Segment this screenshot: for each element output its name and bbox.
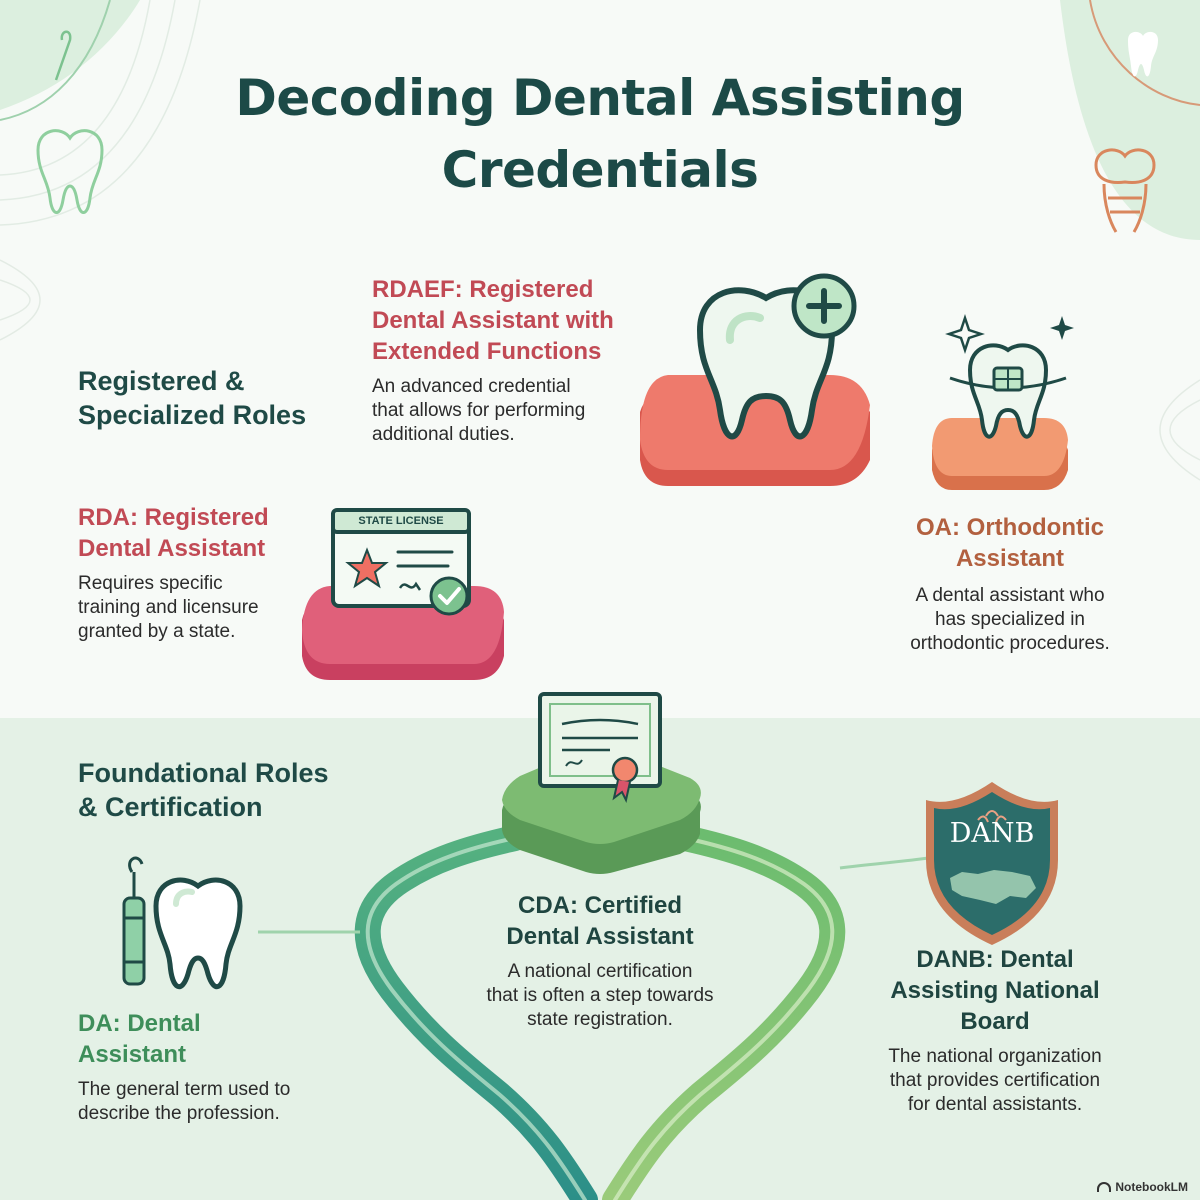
- role-description: A national certification that is often a…: [455, 960, 745, 1032]
- role-description-line: Requires specific: [78, 573, 223, 594]
- section-heading-line: & Certification: [78, 792, 263, 822]
- role-description-line: The general term used to: [78, 1079, 291, 1100]
- section-heading-registered: Registered & Specialized Roles: [78, 364, 306, 432]
- tooth-braces-icon: [949, 343, 1067, 439]
- role-title-line: DA: Dental: [78, 1010, 201, 1037]
- role-description-line: orthodontic procedures.: [910, 633, 1110, 654]
- role-description-line: training and licensure: [78, 597, 259, 618]
- role-title-line: RDA: Registered: [78, 504, 269, 531]
- notebooklm-logo-icon: [1097, 1182, 1112, 1192]
- role-card-rda: RDA: Registered Dental Assistant Require…: [78, 502, 269, 644]
- danb-shield-label: DANB: [949, 818, 1035, 849]
- role-title: OA: Orthodontic Assistant: [880, 512, 1140, 574]
- role-description-line: A national certification: [507, 961, 693, 982]
- role-description-line: state registration.: [527, 1009, 673, 1030]
- section-heading-line: Specialized Roles: [78, 400, 307, 430]
- tooth-outline-icon-left: [36, 129, 104, 214]
- role-description-line: describe the profession.: [78, 1103, 280, 1124]
- role-title-line: Assistant: [955, 545, 1065, 572]
- role-title-line: Dental Assistant: [506, 923, 694, 950]
- tooth-icon-white: [1128, 31, 1158, 77]
- role-description: An advanced credential that allows for p…: [372, 375, 614, 447]
- role-description: A dental assistant who has specialized i…: [880, 584, 1140, 656]
- role-description: The national organization that provides …: [860, 1045, 1130, 1117]
- role-title: DA: Dental Assistant: [78, 1008, 290, 1070]
- role-description-line: for dental assistants.: [907, 1094, 1083, 1115]
- role-description-line: additional duties.: [372, 424, 515, 445]
- section-heading-foundational: Foundational Roles & Certification: [78, 756, 329, 824]
- certificate-icon: [538, 692, 662, 803]
- license-card-icon: [331, 508, 471, 616]
- role-description: The general term used to describe the pr…: [78, 1078, 290, 1126]
- role-title-line: CDA: Certified: [517, 892, 682, 919]
- role-title: CDA: Certified Dental Assistant: [455, 890, 745, 952]
- role-card-rdaef: RDAEF: Registered Dental Assistant with …: [372, 274, 614, 447]
- role-description-line: An advanced credential: [372, 376, 571, 397]
- tooth-plus-icon: [696, 273, 857, 440]
- role-description-line: The national organization: [888, 1046, 1102, 1067]
- corner-decoration-top-right: [1060, 0, 1200, 240]
- role-title-line: DANB: Dental: [916, 946, 1074, 973]
- sparkle-icon: [945, 314, 1074, 354]
- role-description-line: A dental assistant who: [915, 585, 1105, 606]
- footer-brand-text: NotebookLM: [1115, 1180, 1188, 1194]
- role-description-line: has specialized in: [935, 609, 1085, 630]
- danb-shield-icon: [926, 782, 1058, 945]
- role-title-line: Assisting National: [890, 977, 1100, 1004]
- role-card-cda: CDA: Certified Dental Assistant A nation…: [455, 890, 745, 1032]
- role-title-line: Board: [960, 1008, 1030, 1035]
- role-description-line: that provides certification: [889, 1070, 1101, 1091]
- role-description-line: that allows for performing: [372, 400, 586, 421]
- role-title-line: OA: Orthodontic: [916, 514, 1104, 541]
- license-card-label: STATE LICENSE: [358, 515, 444, 527]
- corner-decoration-top-left: [0, 0, 201, 226]
- role-card-da: DA: Dental Assistant The general term us…: [78, 1008, 290, 1126]
- role-title: DANB: Dental Assisting National Board: [860, 944, 1130, 1037]
- role-title: RDAEF: Registered Dental Assistant with …: [372, 274, 614, 367]
- role-title: RDA: Registered Dental Assistant: [78, 502, 269, 564]
- contour-lines: [0, 259, 1200, 481]
- crown-tooth-icon-right: [1094, 148, 1156, 233]
- dental-probe-icon: [122, 856, 146, 986]
- oa-platform: [932, 418, 1068, 490]
- connector-lines: [258, 856, 929, 934]
- section-heading-line: Foundational Roles: [78, 758, 329, 788]
- role-title-line: Dental Assistant: [78, 535, 266, 562]
- page-title-line-1: Decoding Dental Assisting: [235, 69, 965, 127]
- role-title-line: RDAEF: Registered: [372, 276, 594, 303]
- role-title-line: Dental Assistant with: [372, 307, 614, 334]
- role-title-line: Assistant: [78, 1041, 187, 1068]
- role-card-danb: DANB: Dental Assisting National Board Th…: [860, 944, 1130, 1117]
- role-description-line: that is often a step towards: [486, 985, 714, 1006]
- role-title-line: Extended Functions: [372, 338, 602, 365]
- page-title: Decoding Dental Assisting Credentials: [0, 62, 1200, 206]
- dental-mirror-icon: [54, 30, 72, 81]
- tooth-icon: [153, 877, 243, 989]
- footer-brand: NotebookLM: [1097, 1180, 1188, 1194]
- page-title-line-2: Credentials: [441, 141, 759, 199]
- career-path-ribbons: [354, 825, 846, 1200]
- role-description: Requires specific training and licensure…: [78, 572, 269, 644]
- role-description-line: granted by a state.: [78, 621, 236, 642]
- section-heading-line: Registered &: [78, 366, 245, 396]
- role-card-oa: OA: Orthodontic Assistant A dental assis…: [880, 512, 1140, 656]
